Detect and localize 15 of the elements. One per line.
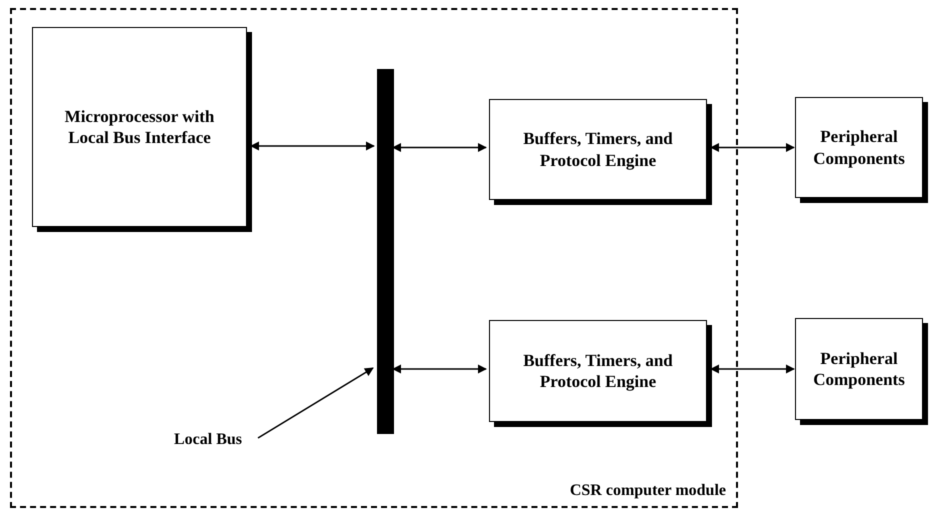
double-arrow [250, 142, 375, 150]
dashed-module-frame [10, 8, 738, 508]
bus-bar [377, 69, 394, 434]
box-label: Peripheral Components [812, 348, 906, 390]
box-label: Microprocessor with Local Bus Interface [64, 106, 216, 148]
module-caption: CSR computer module [570, 482, 726, 500]
bus-label: Local Bus [122, 428, 242, 452]
box-label: Buffers, Timers, and Protocol Engine [522, 350, 674, 392]
double-arrow [392, 364, 487, 374]
double-arrow [710, 364, 795, 374]
box-label: Buffers, Timers, and Protocol Engine [522, 128, 674, 171]
double-arrow [710, 143, 795, 152]
box-label: Peripheral Components [812, 126, 906, 169]
leader-arrow [258, 367, 374, 439]
double-arrow [392, 143, 487, 152]
